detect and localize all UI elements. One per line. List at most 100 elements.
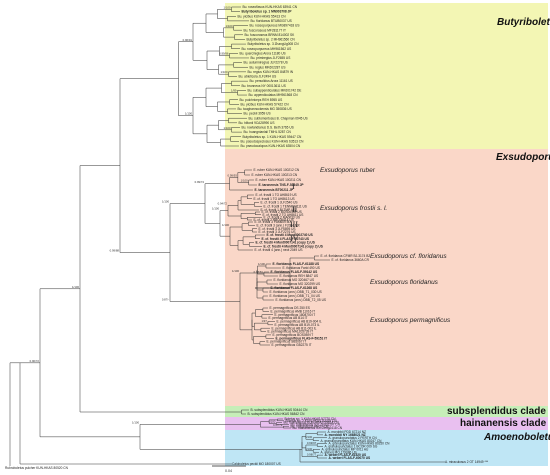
support-value: 1/100 [162,200,169,204]
tip-label: E. cf. frostii 3 JLF6895 US [259,227,296,231]
tip-label: Bu. brunneus NY 00013611 US [242,84,286,88]
clade-label-hainanensis: hainanensis clade [460,418,547,429]
tip-label: Bu. hainanensis N.K.Zeng2418 CN [293,426,343,430]
frostii-group-I: I [292,182,295,191]
tip-label: E. cf. frostii 1 JLF2540 US [261,201,298,205]
support-value: 1/100 [224,5,231,9]
tip-labels: Bu. roseoflavus KUN-HKAS 63941 CNButyrib… [5,5,489,470]
support-value: 1/100 [305,447,312,451]
tip-label: Bu. yicibus KUN-HKAS 57422 CN [241,102,290,106]
frostii-group-III: III [290,220,298,229]
tip-label: A. mcrobbii PDD 67214 NZ [328,430,366,434]
tip-label: E. cf. frostii 1 TO AH8619 US [256,193,297,197]
support-value: 0.97/79 [273,423,283,427]
frostii-group-II: II [292,205,298,214]
tip-label: E. floridanus (ann.) DBB_T1_04 US [270,294,321,298]
support-value: 1/100 [185,112,192,116]
support-value: 1/100 [221,70,228,74]
tip-label: B. subsplendidus KUN-HKAS 56842 CN [248,412,306,416]
tip-label: E. ruber KUN-HKAS 100211 CN [256,178,302,182]
tip-label: E. permagnificus FLAS-F-59151 IT [276,336,328,340]
tip-label: Boletus sp. 2 KUN-HKAS 52029 CN [286,419,338,423]
tip-label: A. granulopunctatus KUN-HKAS 80250 CN [329,442,391,446]
tip-label: Butyriboletus sp. 1 KUN-HKAS 59447 CN [243,135,303,139]
support-value: 0.99/96 [219,52,229,56]
tip-label: E. cf. frostii 4 FLAS-F-60743 US [262,237,309,241]
tip-label: E. cf. frostii 1 TENN067111 US [264,204,307,208]
tip-label: Bu. hainanensis KUN-HKAS 59814 CN [284,421,340,425]
tip-label: E. cf. frostii 2 MA0033 US [264,215,301,219]
support-value: 1/100 [258,262,265,266]
tip-label: E. taronensis TNS-F-53345 JP [259,183,305,187]
support-value: 1/100 [226,24,233,28]
subclade-label-frostii: Exsudoporus frostii s. l. [320,205,387,212]
tip-label: E. cf. frostii 4 Mont5002740 US [267,233,313,237]
tip-label: Caloboletus peckii MO 180007 US [232,462,281,466]
support-value: 0.96/91 [183,38,193,42]
tip-label: E. cf. floridanus CFMR BJ-3174 BZ [321,254,371,258]
tip-label: Bu. persolidus Arora 11161 US [250,79,293,83]
tip-label: Bu. regius MK602287 US [250,65,286,69]
support-value: 0.99/88 [110,249,120,253]
subclade-label-floridanus: Exsudoporus floridanus [370,279,439,286]
tree-branches [9,6,445,466]
tip-label: E. cf. frostii 1 TO AH8613 US [254,197,295,201]
tip-label: E. cf. frostii 4 Mont0007141 (copy 2) US [264,244,323,248]
tip-label: Bu. hainanensis ANCU CN [291,424,330,428]
tip-label: E. permagnificus AB B11-003 IL [272,326,317,330]
tip-label: E. cf. frostii 3 PAM609 MX [255,220,293,224]
tip-label: Bu. roseoflavus KUN-HKAS 63941 CN [243,5,298,9]
tip-label: Bu. yicibus KUN-HKAS 55413 CN [238,14,287,18]
tip-label: Bu. fuscoroseus BRNM 814002 SK [245,33,296,37]
tip-label: Boletus sp. 1 KUN-HKAS 57770 CN [285,417,337,421]
tip-label: Butyriboletus sp. 1 MN903708 JP [242,10,293,14]
tip-label: E. taronensis BT00211 JP [255,188,294,192]
tip-label: E. permagnificus AB B14 IT [269,316,308,320]
tip-label: E. permagnificus 1808700 IT [275,313,316,317]
tip-label: Bu. appendiculatus MH961568 CN [249,93,299,97]
tip-label: Butyriboletus sp. 2 MH961560 CN [247,38,296,42]
tip-label: A. mcrobbii NY 1668021 NZ [325,433,366,437]
clade-label-amoenoboletus: Amoenoboletus [483,432,550,443]
tip-label: E. floridanus FLAS-F-61188 US [273,262,320,266]
tip-label: Rubroboletus pulcher KUN-HKAS 80520 CN [5,466,69,470]
support-value: 1/99 [231,89,237,93]
tip-label: Bu. subappendiculatus MK601742 DE [248,89,302,93]
tip-label: Bu. regius KUN-HKAS 84879 IN [248,70,294,74]
tip-label: E. floridanus REH 8847 US [280,274,319,278]
support-value: 1/100 [224,126,231,130]
support-value: 0.87/- [162,297,169,301]
support-value: 0.99/74 [195,180,205,184]
tip-label: Bu. hiltonii 9CA28990 US [239,121,275,125]
support-value: 0.94/72 [218,201,228,205]
tip-label: Bu. hainanensis N.K.Zeng1197 CN [291,423,341,427]
tip-label: E. floridanus Farid 490 US [283,266,320,270]
tip-label: E. cf. frostii 2 RBC06414 US [254,218,294,222]
support-value: 0.99/93 [228,174,238,178]
tip-label: E. cf. frostii 3 (ann.) F2084 MX [257,223,301,227]
tip-label: Bu. huangnianlaii TMHL 5287 CN [244,130,292,134]
tip-label: A. weberi MO 179086 US [321,450,357,454]
tip-label: E. floridanus MO 320299 US [280,282,321,286]
tip-label: E. permagnificus AB B19-004 IL [277,320,322,324]
hainanensis-clade-band [225,417,548,430]
subsplendidus-clade-band [225,406,548,417]
support-value: 1/100 [222,223,229,227]
support-value: 1/100 [241,179,248,183]
tip-label: Bu. roseopurpureus MH961562 US [242,47,292,51]
support-value: 0.98/81 [254,270,264,274]
tip-label: E. permagnificus BOS0B9 IT [273,333,314,337]
frostii-group-IV: IV [290,234,299,243]
tip-label: A. granulopunctatus KUN-HKAS 80247 CN [321,439,383,443]
clade-label-subsplendidus: subsplendidus clade [447,406,546,417]
tip-label: A. granulopunctatus 1 BCOR 009 SG [325,445,378,449]
support-values: 1/100 1/100 0.99/96 1/100 1/99 1/100 0.96/91 1/… [30,5,317,456]
tip-label: A. granulopunctatus MP 0011 AU [322,447,370,451]
tip-label: E. permagnificus GB2275 IT [272,343,312,347]
subclade-label-ruber: Exsudoporus ruber [320,167,376,174]
tip-label: E. cf. frostii 4 (ann.) neot 2049 US [255,248,303,252]
tip-label: A. miraculosus 2 OT 14949 *** [445,460,489,464]
amoenoboletus-clade-band [225,430,548,466]
